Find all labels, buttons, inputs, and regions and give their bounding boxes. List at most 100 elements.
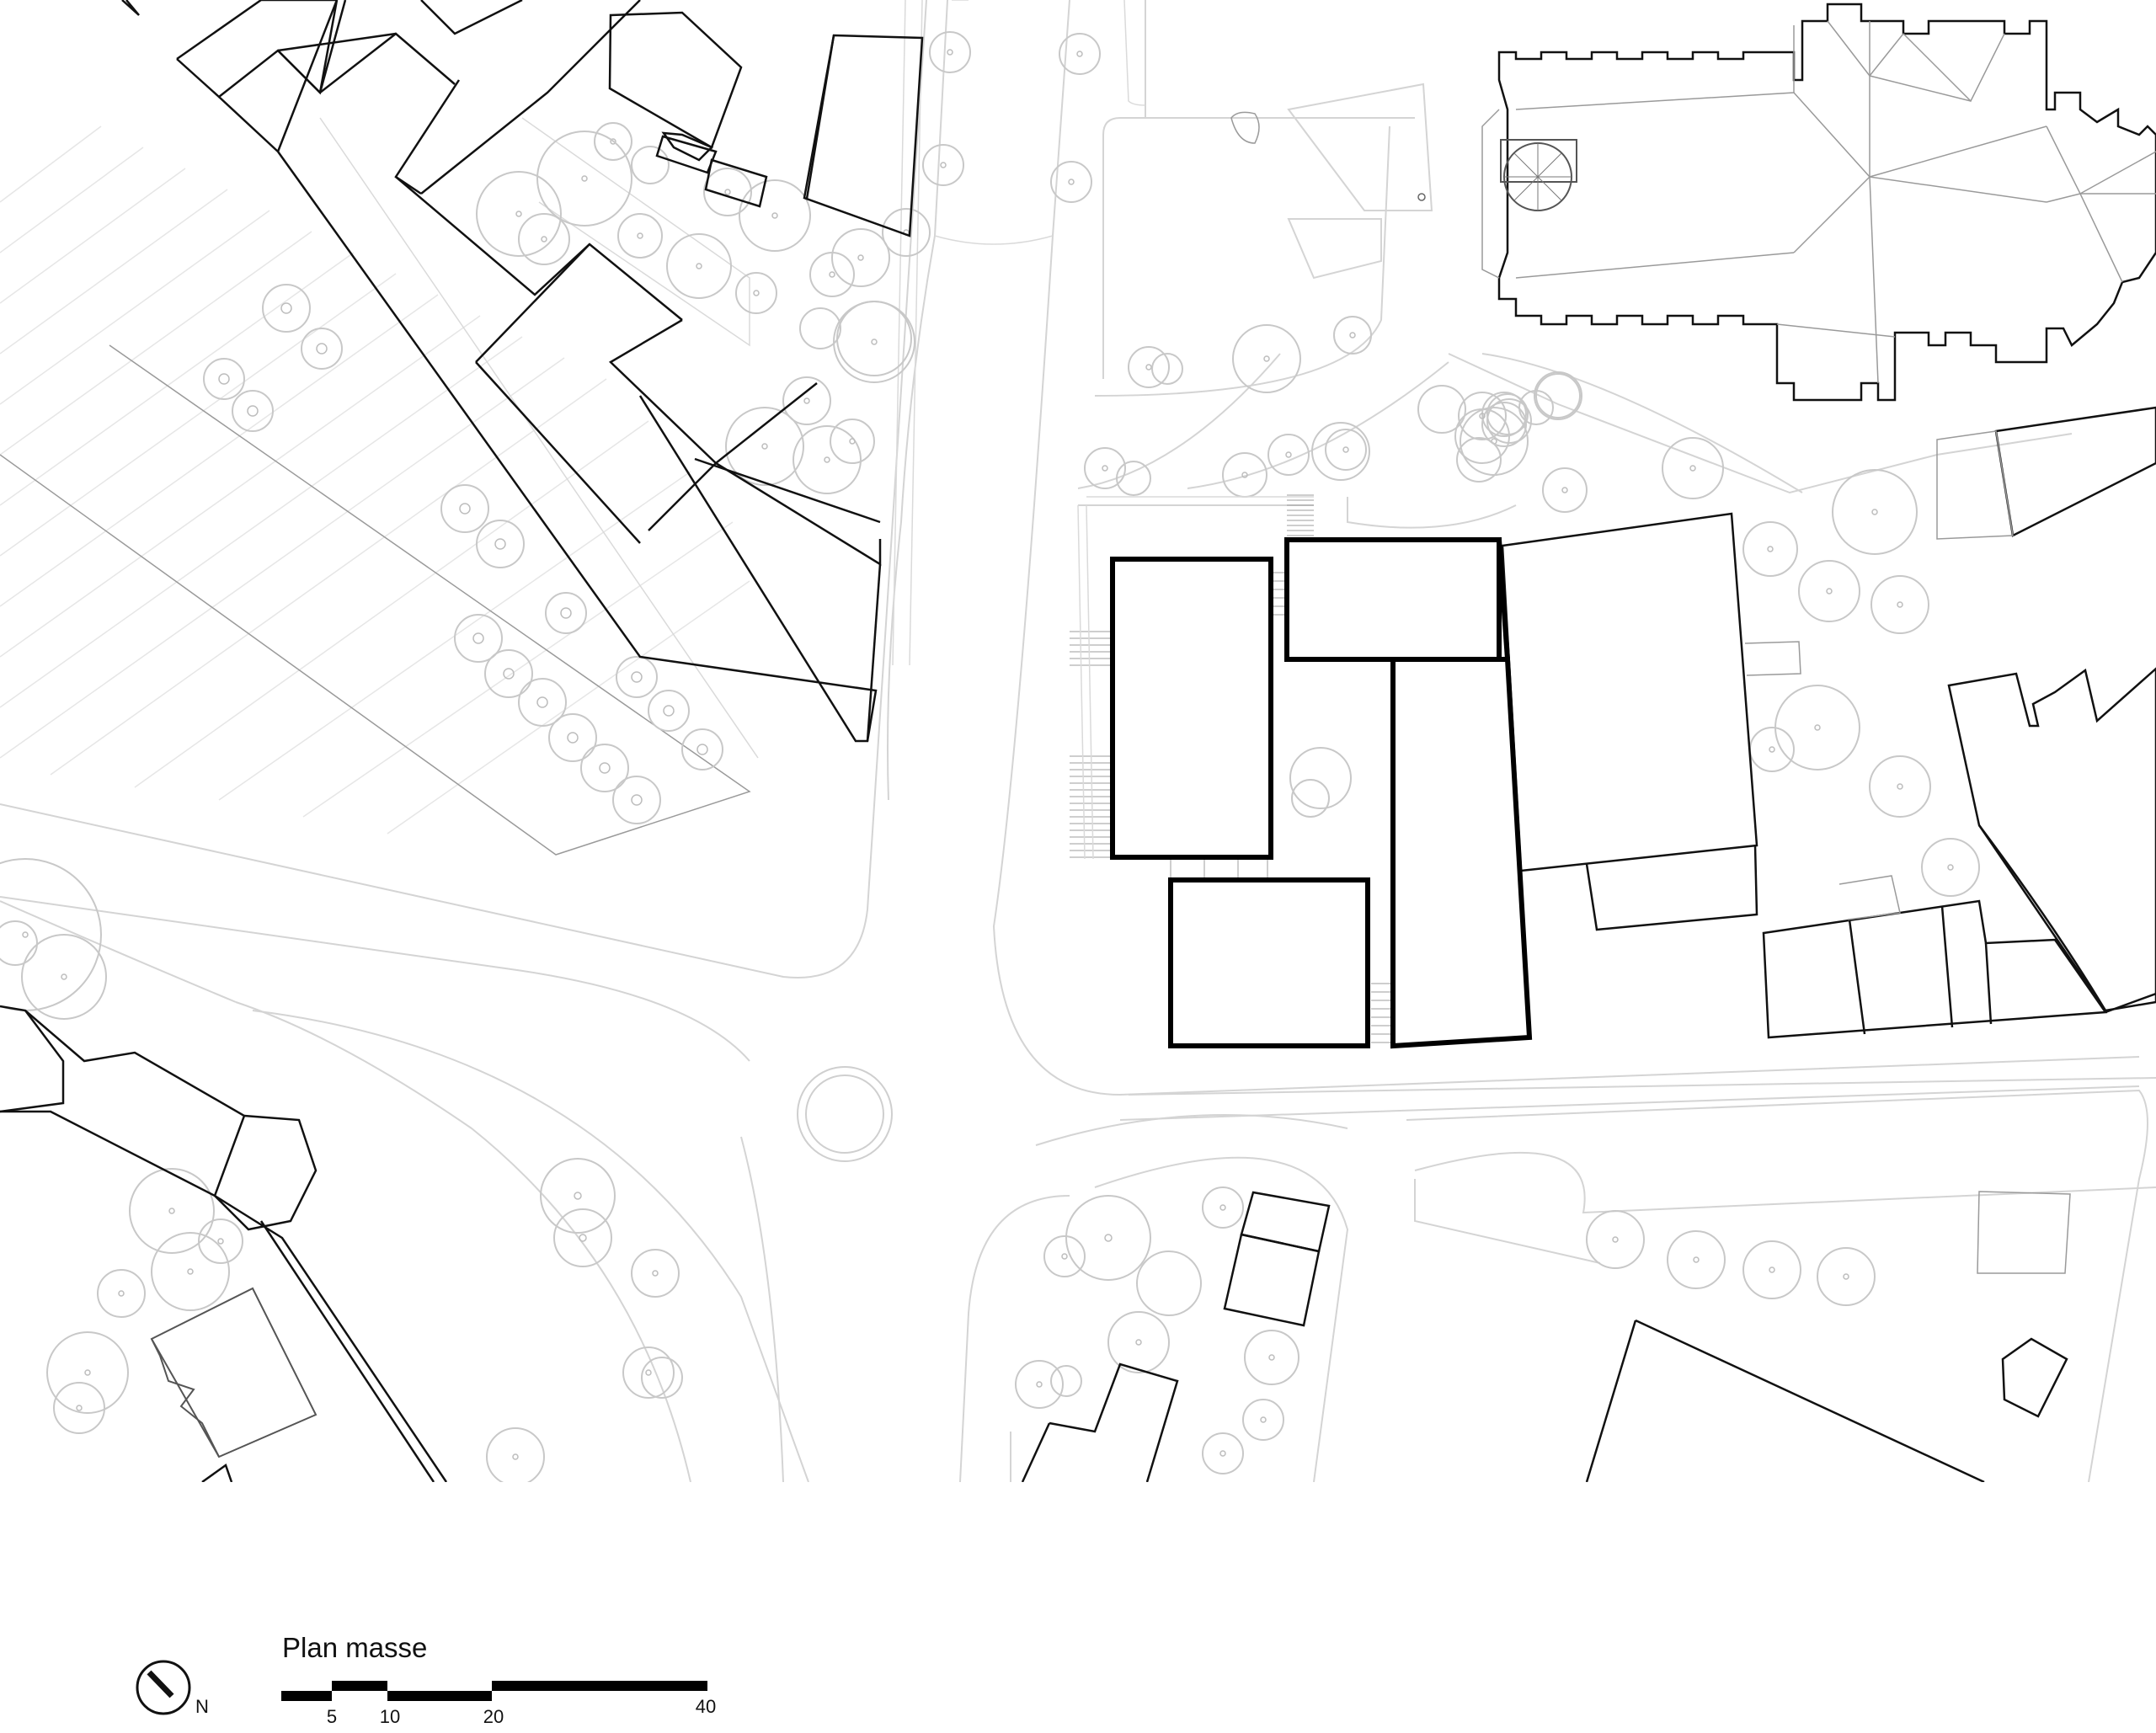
stairs [1070,494,1393,1043]
tree-canopy [484,649,533,698]
tree-canopy [545,592,587,634]
tree-canopy [1667,1230,1726,1289]
project-buildings [1110,537,1533,1049]
tree-canopy [1222,452,1267,498]
project-block-north [1284,537,1502,662]
tree-canopy [1232,324,1301,393]
tree-canopy [703,168,752,216]
tree-canopy [1586,1210,1645,1269]
tree-canopy [612,776,661,824]
tree-canopy [830,419,875,464]
tree-canopy [1458,392,1507,440]
project-block-south [1168,877,1370,1048]
scale-segment [332,1681,387,1691]
tree-canopy [1151,353,1183,385]
tree-canopy [21,934,107,1020]
north-label: N [195,1696,209,1717]
tree-canopy [1289,747,1352,809]
tree-canopy [1202,1186,1244,1229]
tree-canopy [1870,575,1929,634]
tree-canopy [1107,1311,1170,1373]
tree-canopy [440,484,489,533]
tree-canopy [792,425,862,494]
tree-canopy [1244,1330,1299,1385]
scale-label-10: 10 [379,1706,401,1727]
tree-canopy [1742,1240,1801,1299]
tree-strip [0,117,759,856]
scale-segment [281,1691,332,1701]
tree-canopy [1921,838,1980,897]
tree-canopy [631,1249,680,1298]
tree-canopy [262,284,311,333]
tree-canopy [681,728,723,771]
tree-canopy [594,122,632,161]
tree-canopy [1202,1432,1244,1474]
tree-canopy [540,1158,616,1234]
church-outline [1230,3,2156,402]
tree-canopy [1481,392,1527,437]
map-legend: Plan masse N 5 10 20 40 [0,1482,2156,1733]
tree-canopy [1059,33,1101,75]
roundabout [797,1066,893,1162]
tree-canopy [1065,1195,1151,1281]
tree-canopy [476,171,562,257]
tree-canopy [203,358,245,400]
context-buildings-right [1501,406,2156,1274]
north-arrow-icon [136,1660,191,1715]
tree-canopy [1817,1247,1876,1306]
project-block-east [1390,657,1533,1049]
tree-canopy [536,131,632,227]
tree-canopy [1116,461,1151,496]
tree-canopy [1050,1365,1082,1397]
tree-canopy [97,1269,146,1318]
tree-canopy [1798,560,1860,622]
tree-canopy [725,407,804,486]
tree-canopy [641,1357,683,1399]
tree-canopy [1869,755,1931,818]
scale-label-5: 5 [326,1706,338,1727]
scale-label-40: 40 [695,1696,717,1717]
tree-canopy [1015,1360,1064,1409]
tree-canopy [617,213,663,259]
tree-canopy [739,179,811,252]
tree-canopy [1486,393,1529,435]
context-buildings [0,0,2068,1482]
tree-canopy [922,144,964,186]
tree-canopy [1050,161,1092,203]
tree-canopy [1534,371,1582,420]
tree-canopy [454,614,503,663]
tree-canopy [616,656,658,698]
tree-canopy [476,520,525,568]
tree-canopy [1128,346,1170,388]
tree-canopy [518,678,567,727]
site-plan-map [0,0,2156,1482]
parking-hatch [0,125,750,835]
tree-canopy [836,301,912,376]
tree-canopy [232,390,274,432]
tree-canopy [1242,1399,1284,1441]
tree-canopy [129,1168,215,1254]
project-divider [1497,539,1510,660]
tree-canopy [735,272,777,314]
tree-canopy [1084,447,1126,489]
tree-canopy [1311,422,1370,481]
tree-canopy [1481,402,1527,447]
tree-canopy [1333,316,1372,355]
tree-canopy [553,1208,612,1267]
tree-canopy [799,307,841,349]
scale-bar [281,1681,707,1701]
tree-canopy [1662,437,1724,499]
trees [0,31,1980,1482]
scale-segment [387,1691,492,1701]
tree-canopy [648,690,690,732]
tree-canopy [486,1427,545,1482]
tree-canopy [46,1331,129,1414]
tree-canopy [1136,1250,1202,1316]
tree-canopy [1742,521,1798,577]
tree-canopy [782,376,831,425]
tree-canopy [631,146,670,184]
project-block-west [1110,557,1273,860]
tree-canopy [1043,1235,1086,1277]
plan-title: Plan masse [282,1632,428,1663]
tree-canopy [580,744,629,792]
